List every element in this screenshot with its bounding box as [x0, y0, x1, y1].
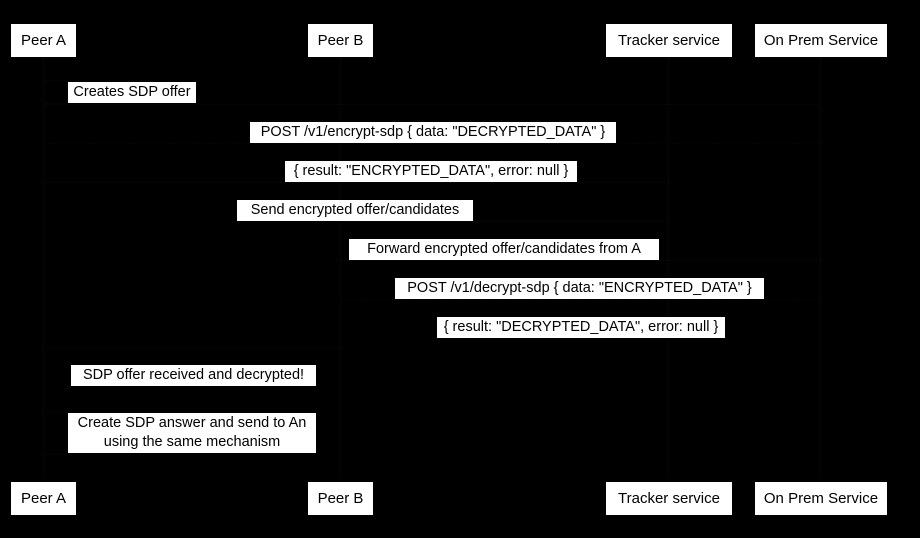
participant-header-on-prem-service[interactable]: On Prem Service: [754, 23, 888, 58]
arrow-creates-sdp-offer: [43, 80, 67, 104]
arrow-post-decrypt-sdp: [340, 260, 820, 261]
arrow-create-sdp-answer: [43, 411, 67, 455]
participant-footer-tracker-service-label: Tracker service: [618, 490, 720, 507]
arrow-send-encrypted-offer: [43, 182, 668, 183]
message-label-post-decrypt-sdp[interactable]: POST /v1/decrypt-sdp { data: "ENCRYPTED_…: [395, 278, 764, 299]
message-label-forward-encrypted-offer[interactable]: Forward encrypted offer/candidates from …: [349, 239, 659, 260]
participant-footer-peer-a-label: Peer A: [20, 490, 67, 507]
message-label-creates-sdp-offer[interactable]: Creates SDP offer: [68, 82, 196, 103]
participant-header-tracker-service[interactable]: Tracker service: [605, 23, 733, 58]
lifeline-tracker-service: [668, 58, 669, 478]
message-label-post-encrypt-sdp[interactable]: POST /v1/encrypt-sdp { data: "DECRYPTED_…: [250, 122, 616, 143]
lifeline-peer-b: [340, 58, 341, 478]
arrow-forward-encrypted-offer: [340, 221, 668, 222]
arrow-sdp-offer-received: [43, 347, 340, 348]
message-label-result-encrypted-data[interactable]: { result: "ENCRYPTED_DATA", error: null …: [285, 161, 577, 182]
participant-footer-peer-b-label: Peer B: [317, 490, 364, 507]
participant-footer-on-prem-service-label: On Prem Service: [763, 490, 879, 507]
participant-header-peer-b[interactable]: Peer B: [307, 23, 374, 58]
participant-header-tracker-service-label: Tracker service: [618, 32, 720, 49]
participant-footer-peer-a[interactable]: Peer A: [10, 481, 77, 516]
arrow-result-decrypted-data: [340, 299, 820, 300]
participant-header-peer-a[interactable]: Peer A: [10, 23, 77, 58]
lifeline-peer-a: [43, 58, 44, 478]
arrow-post-encrypt-sdp: [43, 104, 820, 105]
participant-header-peer-b-label: Peer B: [317, 32, 364, 49]
lifeline-on-prem-service: [820, 58, 821, 478]
participant-header-on-prem-service-label: On Prem Service: [763, 32, 879, 49]
message-label-sdp-offer-received[interactable]: SDP offer received and decrypted!: [71, 365, 316, 386]
arrow-result-encrypted-data: [43, 143, 820, 144]
participant-footer-tracker-service[interactable]: Tracker service: [605, 481, 733, 516]
participant-footer-on-prem-service[interactable]: On Prem Service: [754, 481, 888, 516]
participant-header-peer-a-label: Peer A: [20, 32, 67, 49]
participant-footer-peer-b[interactable]: Peer B: [307, 481, 374, 516]
message-label-create-sdp-answer[interactable]: Create SDP answer and send to An using t…: [68, 413, 316, 453]
message-label-result-decrypted-data[interactable]: { result: "DECRYPTED_DATA", error: null …: [437, 317, 725, 338]
message-label-send-encrypted-offer[interactable]: Send encrypted offer/candidates: [237, 200, 473, 221]
